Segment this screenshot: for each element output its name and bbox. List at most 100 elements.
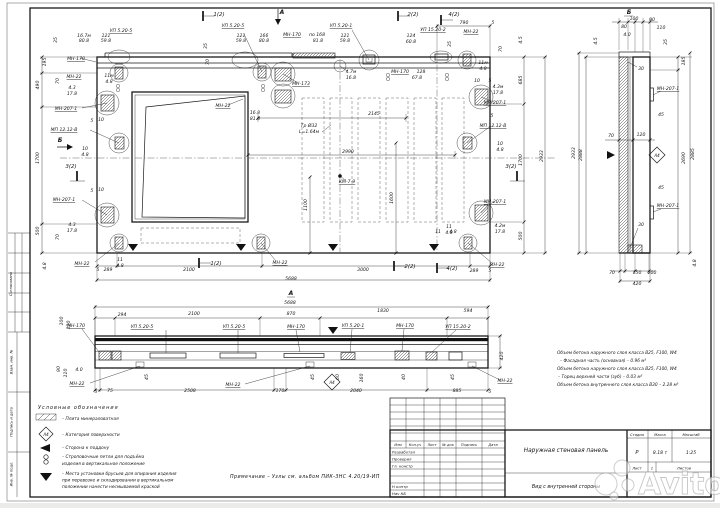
dim-label: 200: [648, 270, 657, 276]
title-block-role-rows: Разработал Проверил Гл. констр Н контр Н…: [392, 450, 416, 497]
dim-label: 2885: [690, 148, 696, 160]
dim-label: 2933: [539, 150, 545, 162]
dim-label: МН-170: [283, 32, 301, 38]
dim-label: 500: [518, 232, 524, 241]
dim-label: МН-173: [292, 81, 310, 87]
dim-label: МН-22: [464, 29, 479, 35]
dim-label: МН-170: [287, 324, 305, 330]
legend-item-text: – Сторона к поддону: [62, 445, 110, 451]
row-razrabotal: Разработал: [392, 450, 416, 455]
dim-label: L=1.64м: [299, 129, 320, 135]
sheet-number: 1: [651, 466, 653, 471]
legend: Условные обозначения – Плита минераловат…: [35, 405, 177, 490]
dim-label: МН-207-1: [55, 106, 78, 112]
dim-label: МН-207-1: [657, 86, 680, 92]
legend-item-text: изделия в вертикальное положение: [62, 462, 145, 467]
dim-label: 70: [609, 270, 615, 276]
dim-label: МН-22: [226, 382, 241, 388]
dim-label: 1(2): [210, 261, 221, 267]
col-data: Дата: [487, 443, 497, 447]
dim-label: 1700: [35, 152, 41, 164]
dim-label: 2(2): [407, 12, 418, 18]
dim-label: Тр Ø32: [301, 122, 318, 129]
dim-label: 4(2): [448, 12, 459, 18]
dim-label: 3000: [357, 267, 369, 273]
dim-label: 70: [55, 78, 61, 84]
mineral-wool-strips: [140, 97, 465, 244]
dim-label: 90: [56, 366, 62, 372]
dim-label: 30: [638, 66, 644, 72]
dim-label: 5: [97, 267, 100, 273]
dim-label: 17.8: [495, 229, 505, 235]
dim-label: МП 12.12-В: [51, 127, 78, 133]
sheet-frame: Согласовано Взам. инв. № Подпись и дата …: [6, 2, 715, 502]
dim-label: 4.8: [42, 262, 48, 269]
drawing-note: Примечание – Узлы см. альбом ПИК-3НС 4.2…: [230, 474, 380, 480]
dim-label: МН-22: [498, 378, 513, 384]
dim-label: 10: [98, 187, 104, 193]
dim-label: 59.8: [236, 38, 246, 44]
row-gl-konstr: Гл. констр: [392, 464, 413, 469]
section-dimensions: [577, 18, 692, 283]
scale-label: Масштаб: [682, 433, 700, 437]
dim-label: 870: [287, 311, 296, 317]
row-n-kontr: Н контр: [392, 484, 408, 489]
window-opening: [131, 91, 249, 223]
dim-label: 2040: [350, 388, 362, 394]
dim-label: А4: [653, 153, 660, 158]
dim-label: по 168: [309, 32, 325, 38]
scale-value: 1:25: [686, 450, 696, 456]
dim-label: 81.8: [313, 38, 323, 44]
dim-label: 35: [447, 41, 453, 47]
dim-label: 289: [470, 268, 479, 274]
dim-label: 70: [608, 133, 614, 139]
dim-label: 17.8: [67, 91, 77, 97]
dim-label: 4.8: [449, 229, 456, 235]
dim-label: 80.8: [259, 38, 269, 44]
note-line: Объем бетона внутреннего слоя класса В30…: [557, 382, 679, 388]
dim-label: УП 15.20-2: [420, 27, 446, 33]
dim-label: 2690: [681, 152, 687, 164]
margin-label-inv-num: Инв. № подл.: [10, 462, 14, 487]
avito-watermark: Avito: [594, 459, 720, 502]
dim-label: 110: [63, 369, 69, 378]
pallet-side-mark: [607, 151, 615, 159]
dim-label: 40: [401, 374, 407, 380]
avito-logo-circle: [621, 478, 635, 492]
dim-label: 11м: [478, 60, 488, 66]
dim-label: 594: [464, 308, 473, 314]
dim-label: 5: [91, 118, 94, 124]
dim-label: 80.8: [79, 38, 89, 44]
dim-label: 124: [407, 33, 416, 39]
dim-label: 45: [658, 185, 664, 191]
stage-label: Стадия: [630, 433, 645, 437]
dim-label: 885: [453, 388, 462, 394]
detail-callout-circles: [94, 49, 494, 253]
dim-label: 5: [489, 78, 492, 84]
dim-label: 2145: [368, 111, 380, 117]
elevation-dimensions: [81, 316, 502, 392]
dim-label: 121: [237, 33, 246, 39]
dim-label: 45: [450, 374, 456, 380]
dim-label: 4.5: [518, 36, 524, 43]
dim-label: 3(2): [65, 164, 76, 170]
col-izm: Изм: [394, 443, 402, 447]
dim-label: МН-170: [67, 56, 85, 62]
dim-label: УП 5.20-5: [110, 28, 133, 34]
dim-label: 45: [310, 374, 316, 380]
dim-label: 2100: [183, 267, 195, 273]
dim-label: 4.0: [623, 32, 630, 38]
sheet-label: Лист: [631, 466, 642, 471]
support-bars-icon: [40, 473, 52, 481]
leaders: [79, 29, 495, 264]
note-line: – Торец верхней части (зуб) – 0.03 м³: [558, 374, 643, 380]
legend-title: Условные обозначения: [38, 405, 119, 411]
view-note: Вид с внутренней стороны: [532, 484, 600, 490]
legend-item-text: при перевозке и складировании в вертикал…: [62, 479, 174, 484]
dim-label: УП 5.20-5: [222, 23, 245, 29]
dim-label: 490: [35, 81, 41, 90]
dim-label: 5: [492, 20, 495, 26]
dim-label: 1(2): [213, 12, 224, 18]
support-bar-mark: [328, 327, 338, 334]
